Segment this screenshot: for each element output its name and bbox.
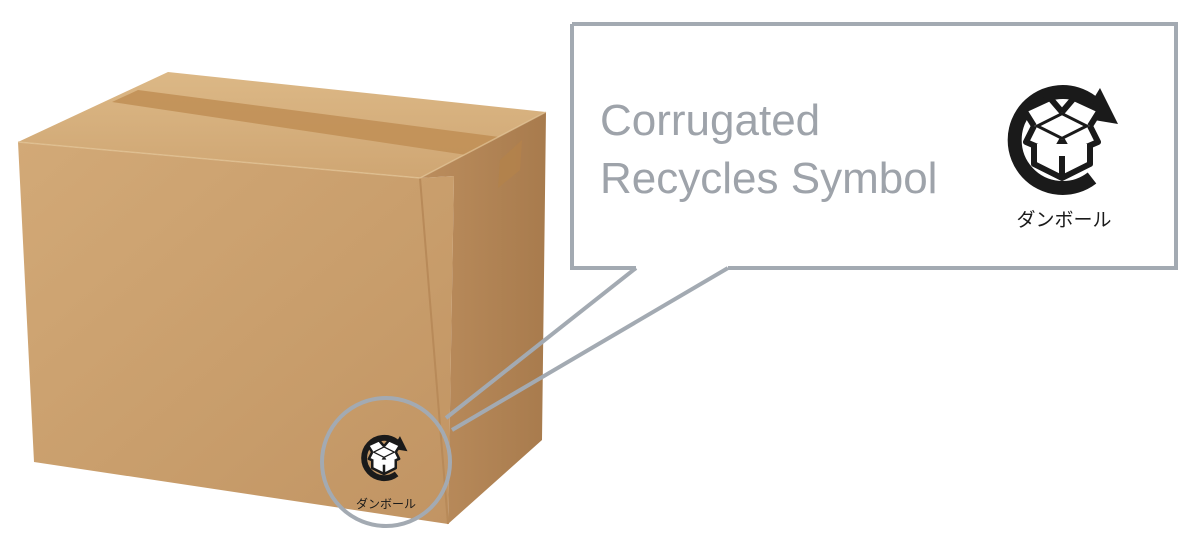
box-recycle-mark-label: ダンボール <box>356 496 416 511</box>
packing-tape <box>112 90 522 160</box>
magnifier-circle <box>320 396 452 528</box>
box-front-face <box>18 142 454 524</box>
callout-title-line1: Corrugated <box>600 96 821 145</box>
callout-title-line2: Recycles Symbol <box>600 154 938 203</box>
symbol-label: ダンボール <box>1016 209 1111 231</box>
cardboard-box <box>17 72 547 525</box>
callout-title: Corrugated Recycles Symbol <box>600 92 937 208</box>
packing-tape-side <box>498 140 522 188</box>
callout-pointer <box>444 266 730 432</box>
box-side-face <box>420 112 546 524</box>
